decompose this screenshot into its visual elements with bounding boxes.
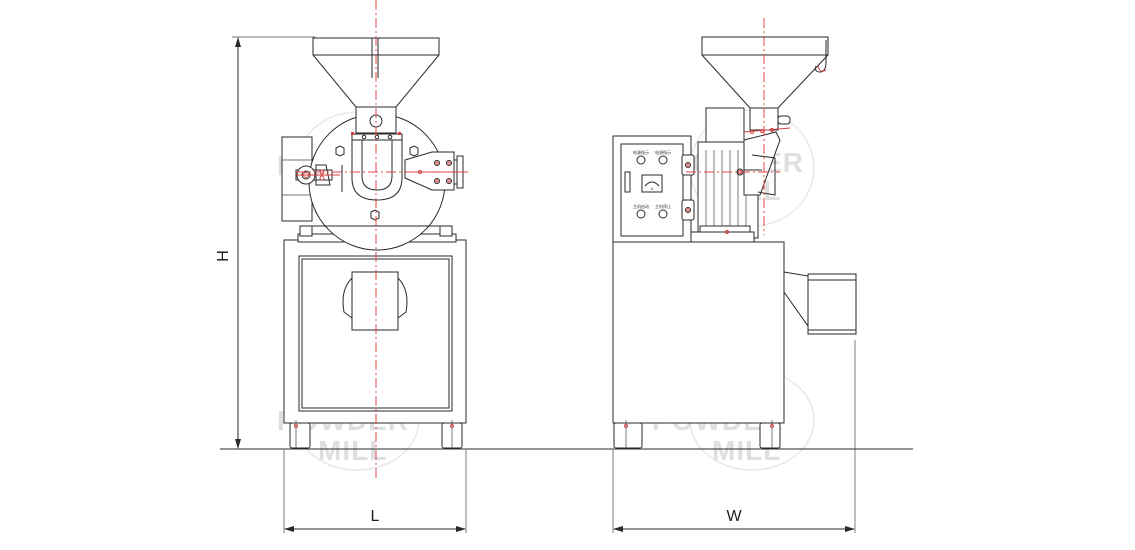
panel-label-3: 主机启动 [633, 203, 649, 209]
ammeter-unit: A [651, 186, 654, 191]
panel-label-2: 电源指示 [655, 149, 671, 155]
side-foot-right [759, 422, 781, 449]
side-view: A 电源指示 电源指示 主机启动 主机停止 [612, 18, 857, 449]
front-hex-nut-2 [409, 145, 419, 157]
length-label: L [371, 508, 380, 525]
panel-indicator-1 [636, 155, 646, 165]
watermark-text-4: MILL [318, 435, 387, 466]
front-door-handle [351, 140, 403, 201]
front-hex-nut-1 [335, 145, 345, 157]
front-hinge-clamp [404, 151, 455, 191]
side-panel-switch [624, 171, 631, 193]
side-control-box [612, 135, 692, 243]
panel-label-1: 电源指示 [633, 149, 649, 155]
side-cabinet [612, 241, 785, 424]
panel-stop-button [658, 209, 668, 219]
side-discharge-spout [783, 271, 809, 328]
front-view [281, 0, 470, 480]
panel-ammeter [641, 174, 663, 193]
length-dimension: L [283, 450, 467, 533]
panel-indicator-2 [658, 155, 668, 165]
front-foot-left [289, 422, 311, 449]
side-red-accents [624, 65, 827, 428]
side-hopper [701, 36, 829, 109]
front-hex-nut-3 [370, 209, 380, 221]
panel-label-4: 主机停止 [655, 203, 671, 209]
height-label: H [215, 250, 232, 262]
side-hook [815, 40, 827, 73]
side-collection-box [807, 273, 857, 335]
front-cabinet [283, 239, 467, 424]
height-dimension: H [215, 36, 315, 449]
side-foot-left [613, 422, 643, 449]
side-door-bracket [743, 131, 781, 196]
width-label: W [726, 508, 742, 525]
front-discharge-chute [351, 271, 399, 331]
panel-start-button [636, 209, 646, 219]
width-dimension: W [612, 340, 856, 533]
